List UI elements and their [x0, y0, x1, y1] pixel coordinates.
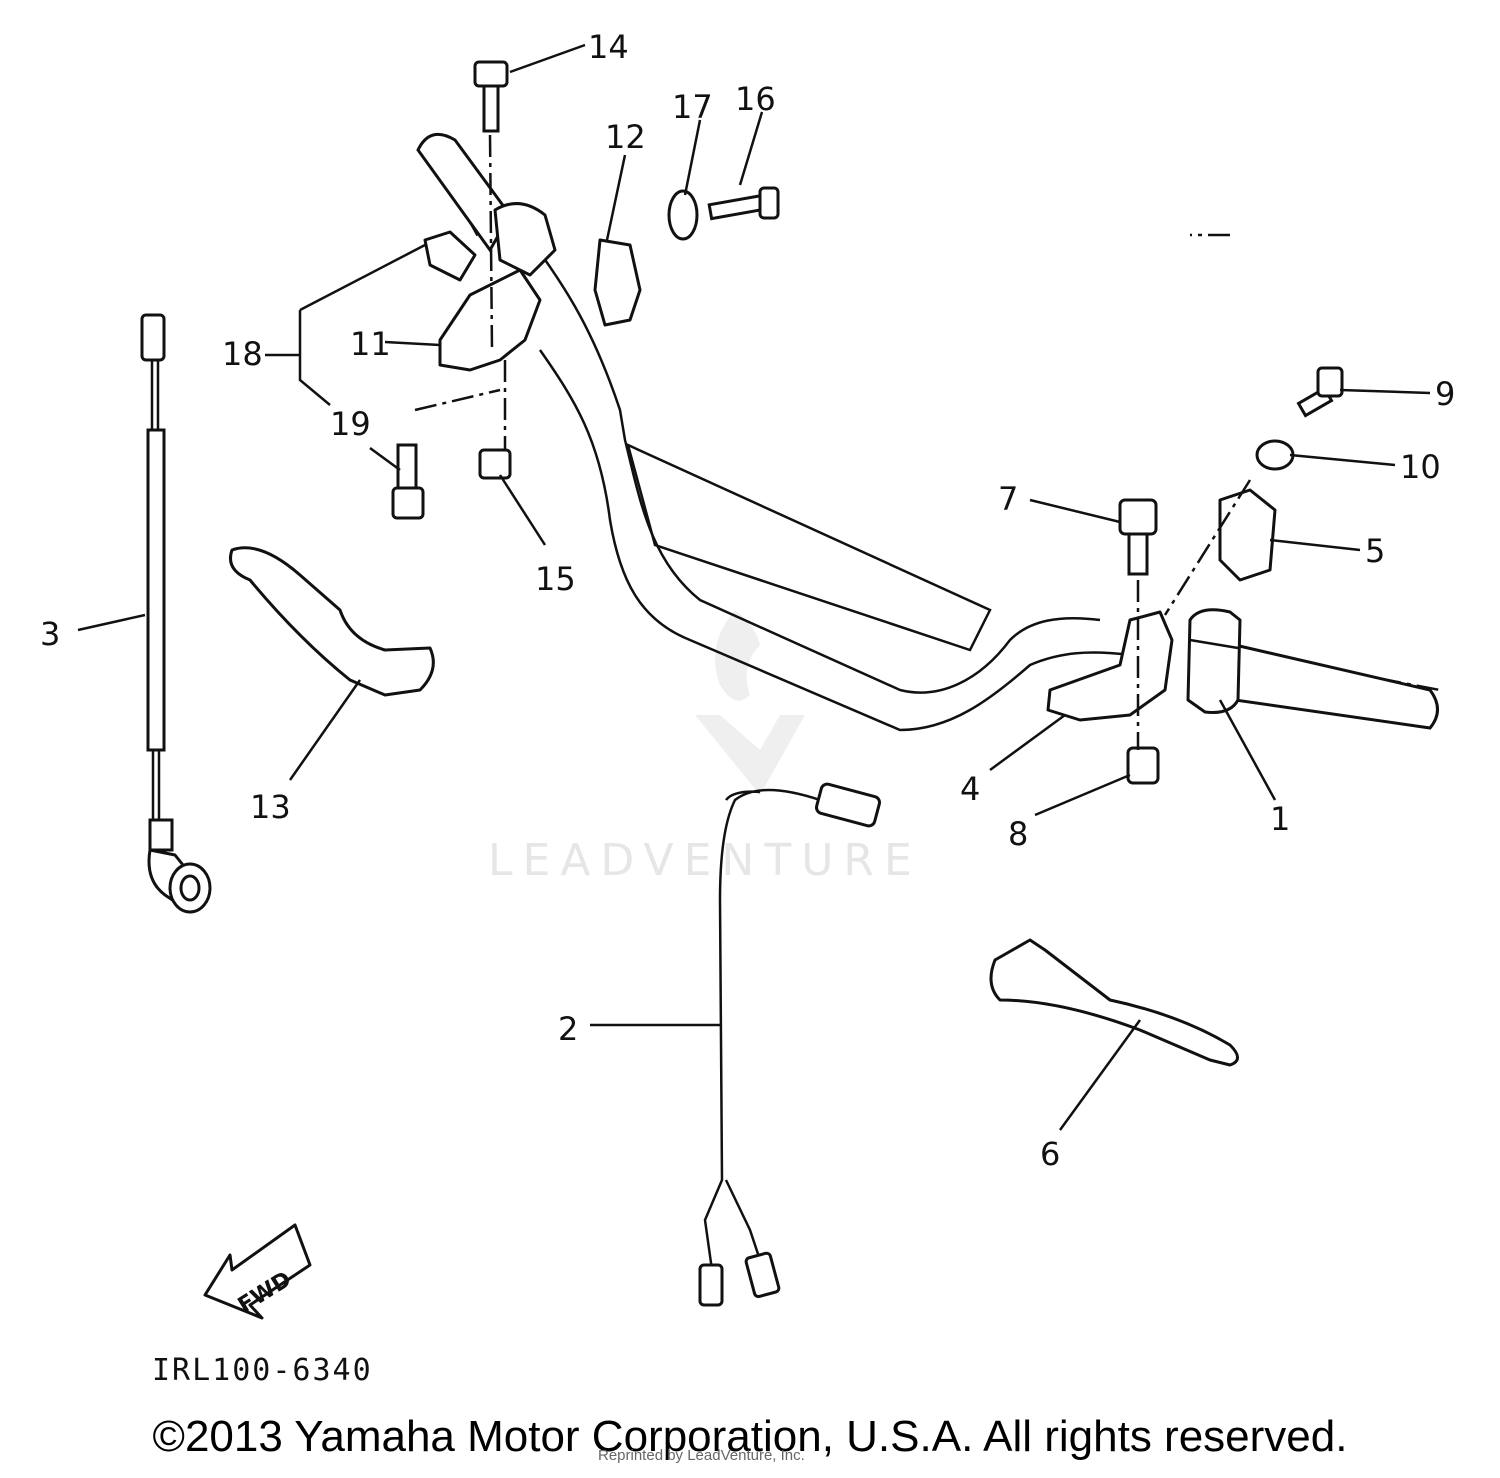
copyright-text: ©2013 Yamaha Motor Corporation, U.S.A. A…: [152, 1412, 1348, 1461]
cap-part: [423, 230, 477, 282]
throttle-cable: [140, 313, 212, 914]
nut-8: [1126, 746, 1160, 785]
bolt-16: [707, 186, 780, 221]
callout-16: 16: [735, 80, 776, 118]
bolt-19: [391, 443, 425, 520]
bolt-7: [1118, 498, 1158, 576]
reprint-text: Reprinted by LeadVenture, Inc.: [598, 1447, 805, 1464]
callout-11: 11: [350, 325, 391, 363]
callout-1: 1: [1270, 800, 1290, 838]
callout-3: 3: [40, 615, 60, 653]
right-grip: [1233, 643, 1439, 730]
brake-holder-bracket: [593, 238, 642, 327]
callout-10: 10: [1400, 448, 1441, 486]
callout-13: 13: [250, 788, 291, 826]
drawing-code: IRL100-6340: [152, 1353, 373, 1388]
callout-12: 12: [605, 118, 646, 156]
nut-15: [478, 448, 512, 480]
clutch-holder-bracket: [1218, 488, 1277, 582]
washer-10: [1255, 439, 1295, 471]
callout-7: 7: [998, 480, 1018, 518]
clutch-switch-lead: [698, 782, 882, 1307]
callout-8: 8: [1008, 815, 1028, 853]
callout-4: 4: [960, 770, 980, 808]
fwd-arrow: FWD: [203, 1223, 312, 1320]
brake-holder: [438, 268, 542, 372]
callout-17: 17: [672, 88, 713, 126]
callout-19: 19: [330, 405, 371, 443]
switch-housing: [1186, 608, 1242, 714]
callout-15: 15: [535, 560, 576, 598]
callout-6: 6: [1040, 1135, 1060, 1173]
callout-5: 5: [1365, 532, 1385, 570]
master-cylinder: [493, 202, 557, 277]
callout-18: 18: [222, 335, 263, 373]
left-grip: [416, 132, 512, 253]
handlebar: [428, 149, 1441, 732]
callout-9: 9: [1435, 375, 1455, 413]
brake-lever: [229, 546, 435, 697]
callout-14: 14: [588, 28, 629, 66]
clutch-lever: [989, 938, 1239, 1067]
fwd-arrow-icon: [203, 1223, 312, 1320]
watermark-text: LEADVENTURE: [488, 835, 922, 886]
clutch-holder: [1046, 610, 1174, 722]
leader-lines: [77, 43, 1431, 1131]
washer-17: [667, 189, 699, 241]
callouts: 1 2 3 4 5 6 7 8 9 10 11 12 13 14 15 16 1…: [40, 28, 1455, 1173]
watermark-flame-icon: [715, 610, 760, 701]
watermark: LEADVENTURE: [488, 610, 922, 886]
bolt-14: [473, 60, 509, 133]
bolt-9: [1296, 366, 1344, 418]
callout-2: 2: [558, 1010, 578, 1048]
watermark-v-icon: [695, 715, 805, 795]
